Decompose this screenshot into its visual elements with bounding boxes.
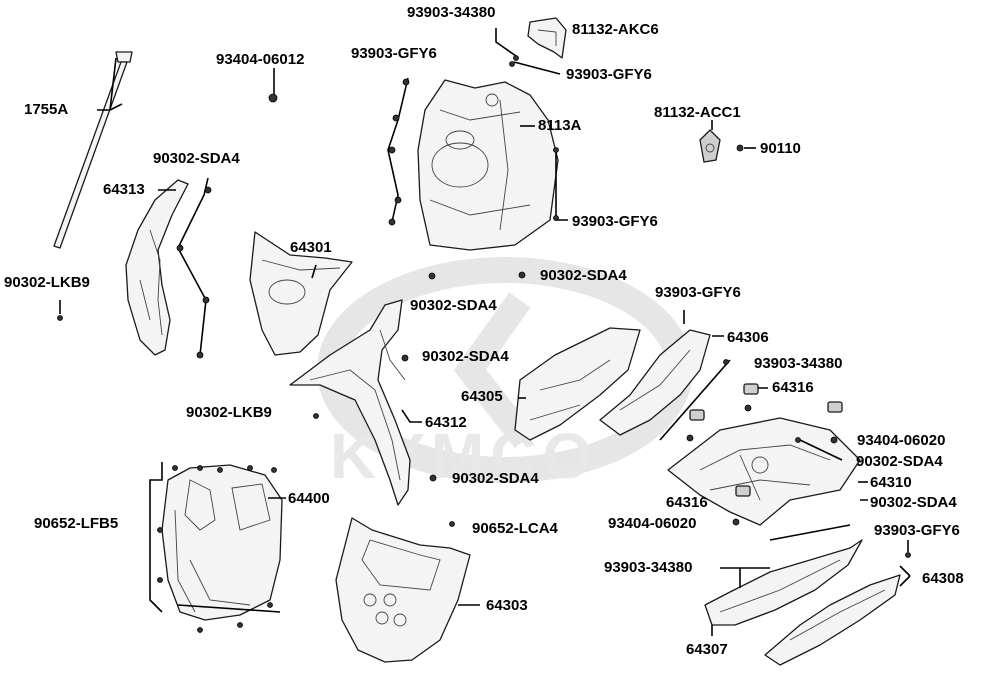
part-64301	[249, 231, 353, 356]
callout-90302-sda4: 90302-SDA4	[452, 470, 539, 487]
screw-chain-left	[57, 177, 212, 359]
callout-90652-lca4: 90652-LCA4	[472, 520, 558, 537]
callout-8113a: 8113A	[538, 117, 582, 134]
part-64307	[704, 539, 863, 636]
callout-93903-34380: 93903-34380	[604, 559, 693, 576]
callout-64316: 64316	[666, 494, 708, 511]
callout-90110: 90110	[760, 140, 801, 157]
bolt-93404-06012	[268, 68, 278, 103]
callout-90652-lfb5: 90652-LFB5	[34, 515, 119, 532]
part-64303	[335, 517, 480, 663]
part-64400	[161, 464, 286, 621]
screw-chain-64400	[149, 462, 281, 633]
callout-64313: 64313	[103, 181, 145, 198]
callout-93903-gfy6: 93903-GFY6	[655, 284, 741, 301]
callout-64307: 64307	[686, 641, 728, 658]
callout-93903-gfy6: 93903-GFY6	[874, 522, 960, 539]
part-1755a-rod	[53, 51, 133, 249]
callout-93903-gfy6: 93903-GFY6	[566, 66, 652, 83]
screw-chain-8113a-left	[387, 77, 410, 226]
callout-90302-sda4: 90302-SDA4	[422, 348, 509, 365]
callout-90302-sda4: 90302-SDA4	[540, 267, 627, 284]
part-64308	[764, 565, 911, 666]
screw-chain-8113a-right	[553, 147, 568, 221]
callout-64301: 64301	[290, 239, 332, 256]
callout-93903-gfy6: 93903-GFY6	[572, 213, 658, 230]
part-64305	[514, 327, 641, 441]
callout-93903-34380: 93903-34380	[754, 355, 843, 372]
callout-64316: 64316	[772, 379, 814, 396]
callout-90302-sda4: 90302-SDA4	[410, 297, 497, 314]
dampers-64316	[686, 383, 868, 526]
callout-64400: 64400	[288, 490, 330, 507]
callout-64306: 64306	[727, 329, 769, 346]
part-64312	[289, 271, 526, 506]
callout-93404-06012: 93404-06012	[216, 51, 305, 68]
part-64310	[667, 417, 868, 526]
callout-93903-34380: 93903-34380	[407, 4, 496, 21]
callout-64312: 64312	[425, 414, 467, 431]
screw-chain-side	[720, 524, 911, 588]
callout-93404-06020: 93404-06020	[608, 515, 697, 532]
callout-81132-acc1: 81132-ACC1	[654, 104, 741, 121]
callout-64303: 64303	[486, 597, 528, 614]
part-8113a	[417, 79, 559, 251]
callout-90302-sda4: 90302-SDA4	[856, 453, 943, 470]
callout-90302-lkb9: 90302-LKB9	[186, 404, 272, 421]
callout-93903-gfy6: 93903-GFY6	[351, 45, 437, 62]
callout-90302-sda4: 90302-SDA4	[870, 494, 957, 511]
callout-93404-06020: 93404-06020	[857, 432, 946, 449]
part-81132-acc1	[699, 120, 756, 163]
part-64313	[125, 179, 189, 356]
callout-64305: 64305	[461, 388, 503, 405]
part-81132-akc6	[495, 17, 567, 75]
callout-64308: 64308	[922, 570, 964, 587]
callout-90302-sda4: 90302-SDA4	[153, 150, 240, 167]
callout-64310: 64310	[870, 474, 912, 491]
part-64306	[599, 310, 731, 441]
callout-90302-lkb9: 90302-LKB9	[4, 274, 90, 291]
callout-81132-akc6: 81132-AKC6	[572, 21, 659, 38]
callout-1755a: 1755A	[24, 101, 69, 118]
